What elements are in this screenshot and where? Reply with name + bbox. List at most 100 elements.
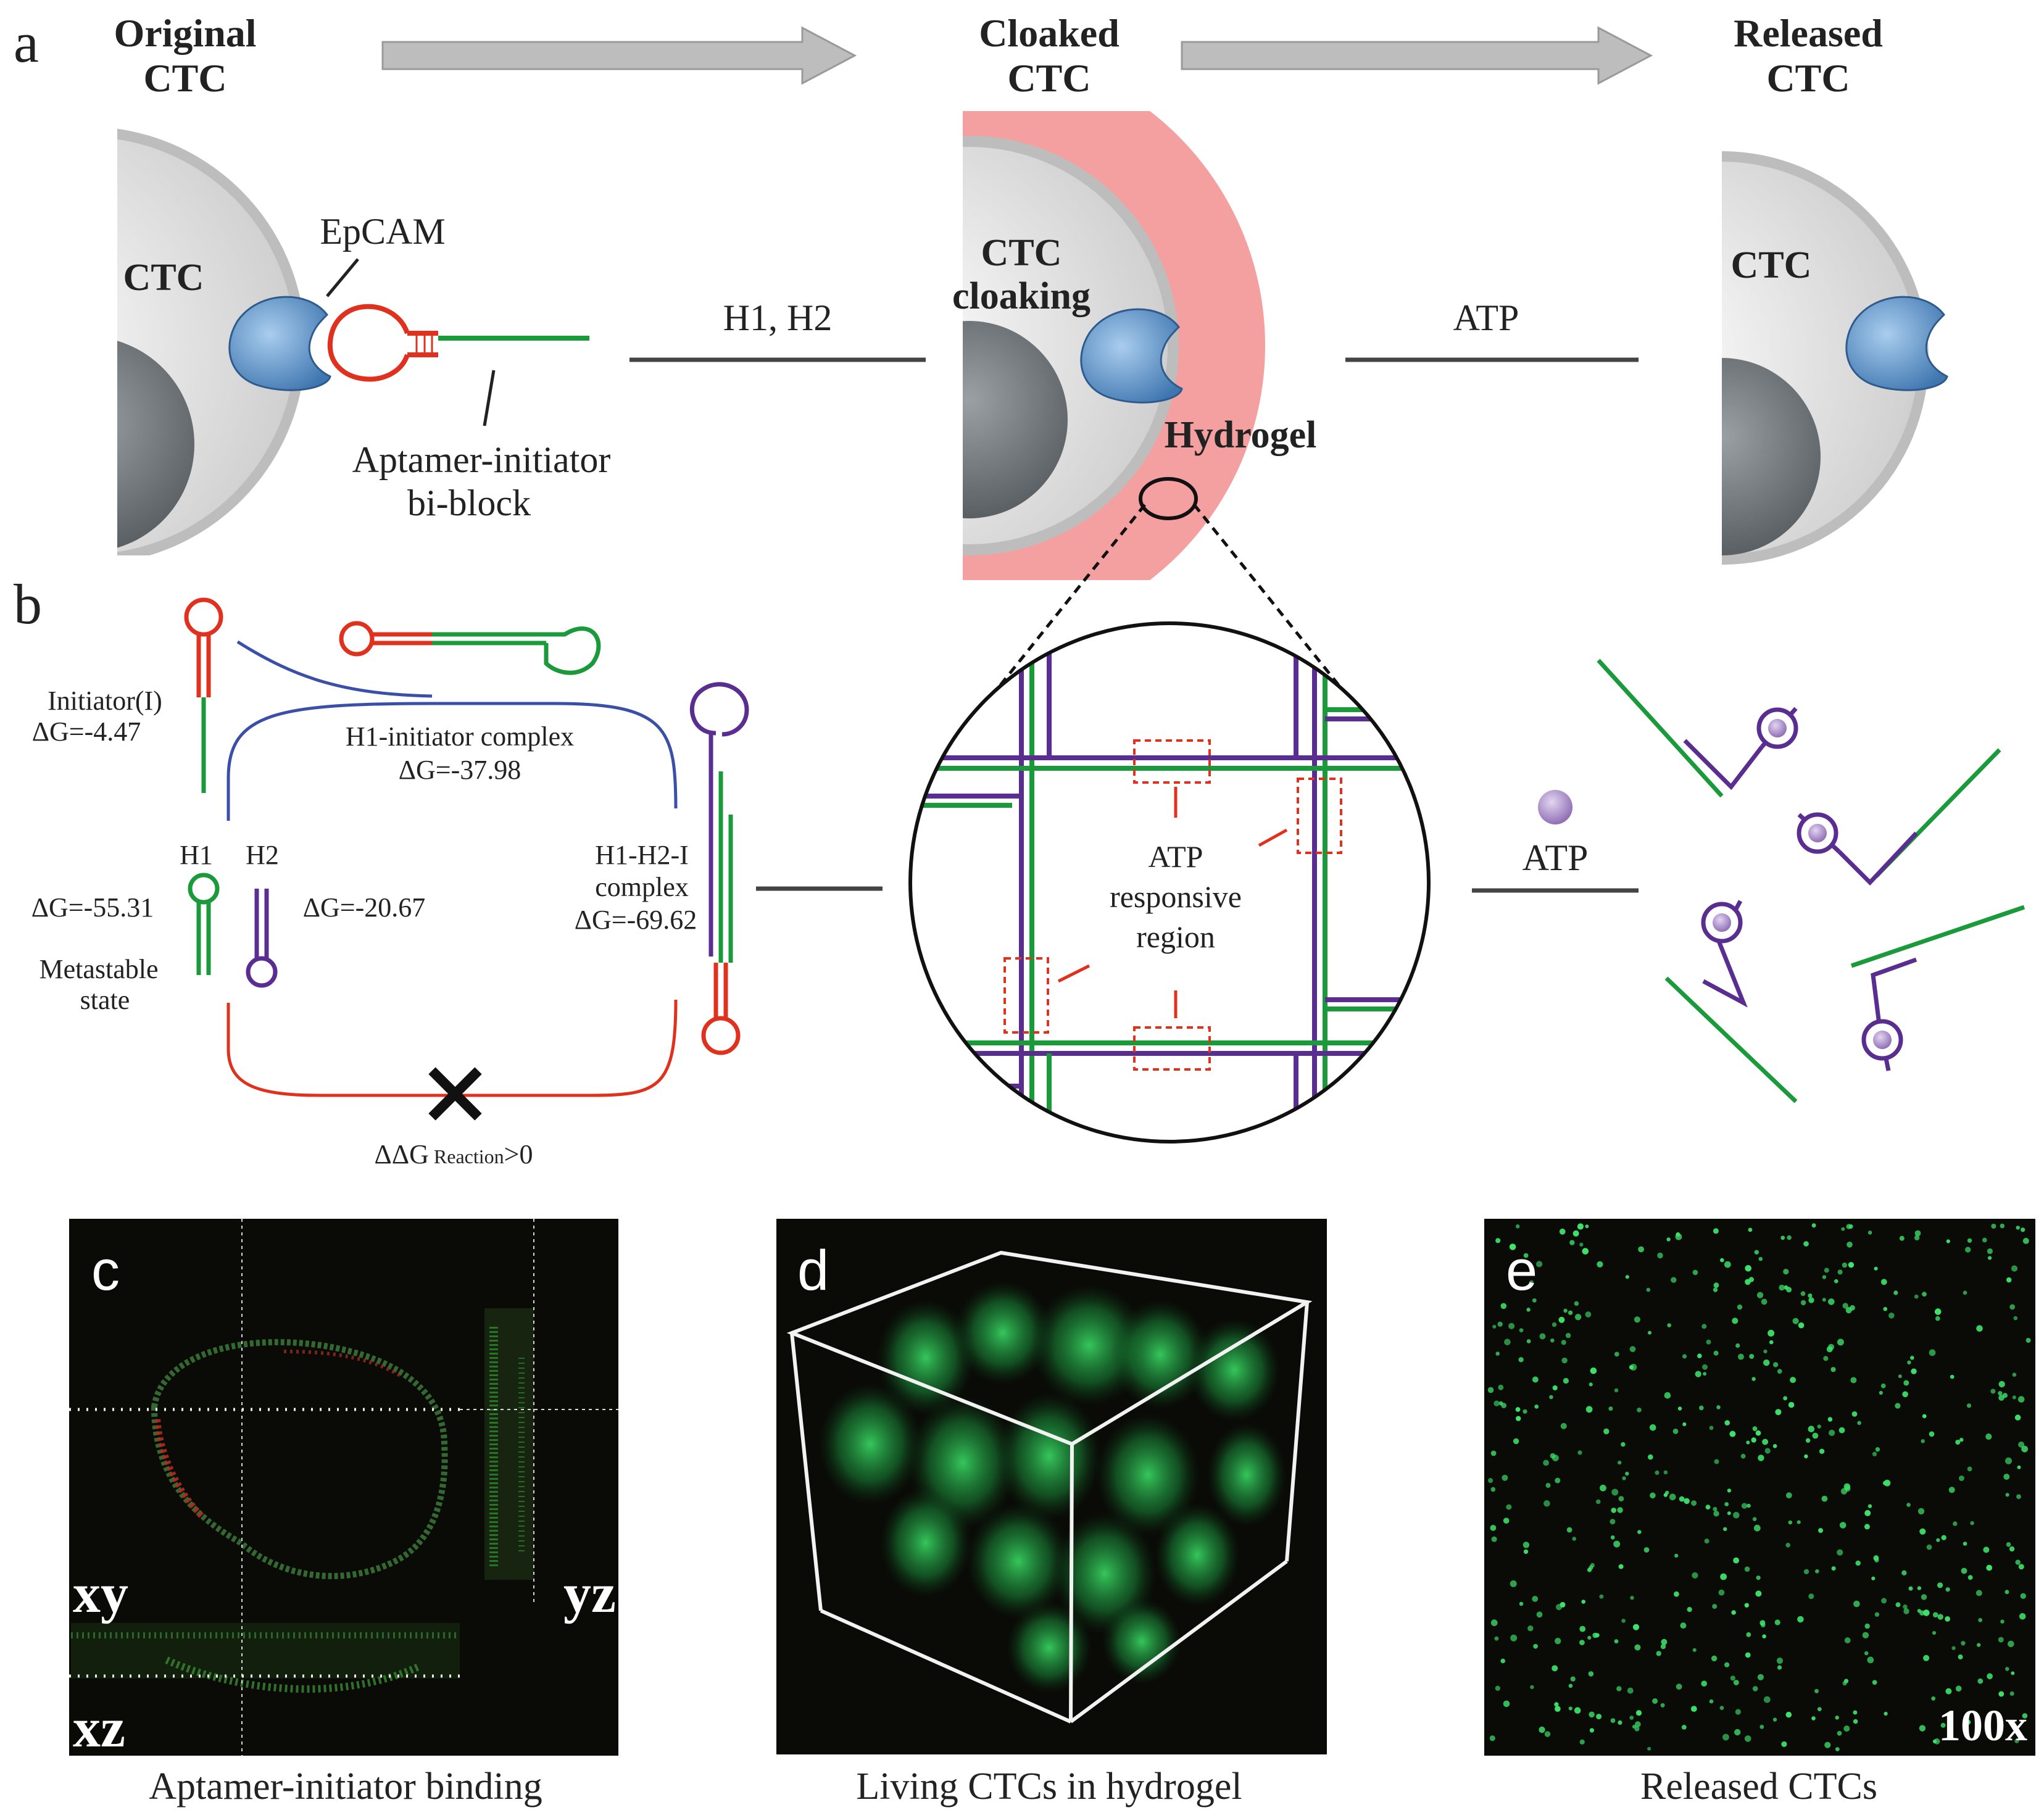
released-cell-dot <box>1975 1590 1982 1596</box>
released-cell-dot <box>1899 1235 1905 1241</box>
released-cell-dot <box>1842 1681 1847 1686</box>
released-cell-dot <box>1792 1318 1799 1324</box>
released-cell-dot <box>1735 1343 1740 1348</box>
released-cell-dot <box>2008 1640 2014 1648</box>
released-cell-dot <box>1893 1290 1898 1295</box>
released-cell-dot <box>1720 1258 1724 1263</box>
released-cell-dot <box>1827 1417 1833 1422</box>
released-cell-dot <box>1817 1424 1821 1429</box>
released-cell-dot <box>1872 1451 1877 1456</box>
released-cell-dot <box>1690 1706 1697 1712</box>
released-cell-dot <box>1763 1359 1770 1366</box>
released-cell-dot <box>1881 1598 1887 1604</box>
released-cell-dot <box>2009 1691 2014 1696</box>
released-cell-dot <box>1611 1488 1619 1496</box>
released-cell-dot <box>1650 1492 1656 1499</box>
released-cell-dot <box>1923 1654 1930 1661</box>
released-cell-dot <box>1621 1442 1626 1447</box>
released-cell-dot <box>1523 1542 1530 1548</box>
released-cell-dot <box>1634 1726 1640 1732</box>
released-cell-dot <box>1752 1517 1757 1521</box>
released-cell-dot <box>1733 1512 1740 1519</box>
released-cell-dot <box>1747 1503 1751 1508</box>
released-cell-dot <box>1746 1632 1751 1637</box>
released-cell-dot <box>1787 1235 1792 1240</box>
released-cell-dot <box>1850 1377 1857 1384</box>
released-cell-dot <box>1818 1528 1823 1534</box>
released-cell-dot <box>1530 1685 1534 1690</box>
released-cell-dot <box>1914 1230 1921 1237</box>
h1-initiator-complex-label: H1-initiator complex <box>346 721 574 752</box>
released-cell-dot <box>1558 1316 1565 1323</box>
released-cell-dot <box>2009 1304 2016 1310</box>
released-cell-dot <box>1758 1455 1764 1461</box>
released-cell-dot <box>2016 1494 2021 1500</box>
released-cell-dot <box>1929 1431 1935 1437</box>
released-cell-dot <box>2015 1559 2021 1565</box>
released-cell-dot <box>1841 1227 1845 1231</box>
released-cell-dot <box>1545 1483 1551 1488</box>
atp-region-label-line1: ATP <box>1149 839 1203 874</box>
released-cell-dot <box>1751 1437 1756 1443</box>
released-cell-dot <box>1805 1438 1811 1443</box>
released-cell-dot <box>1808 1426 1815 1432</box>
released-cell-dot <box>1561 1340 1566 1345</box>
released-cell-dot <box>1853 1710 1858 1715</box>
released-cell-dot <box>1579 1242 1584 1247</box>
released-cell-dot <box>1800 1300 1806 1306</box>
released-cell-dot <box>1611 1508 1616 1513</box>
epcam-receptor <box>228 296 331 391</box>
released-cell-dot <box>1550 1338 1555 1343</box>
panel-a-letter: a <box>14 11 39 74</box>
released-cell-dot <box>1735 1709 1741 1715</box>
released-cell-dot <box>1664 1392 1671 1399</box>
released-cell-dot <box>1983 1546 1990 1553</box>
released-cell-dot <box>1958 1476 1964 1481</box>
released-cell-dot <box>1752 1426 1758 1432</box>
released-cell-dot <box>1998 1391 2003 1396</box>
released-cell-dot <box>1577 1223 1584 1230</box>
metastable-line1: Metastable <box>39 954 158 984</box>
released-cell-dot <box>1714 1459 1719 1464</box>
released-cell-dot <box>1589 1728 1594 1733</box>
released-cell-dot <box>1935 1316 1940 1321</box>
released-cell-dot <box>1504 1339 1511 1345</box>
released-complex-3 <box>1664 900 1798 1103</box>
released-cell-dot <box>2018 1564 2024 1570</box>
released-cell-dot <box>1503 1700 1510 1708</box>
released-cell-dot <box>1737 1304 1743 1310</box>
released-cell-dot <box>1872 1680 1877 1685</box>
released-cell-dot <box>1572 1537 1576 1541</box>
released-cell-dot <box>1661 1638 1668 1645</box>
released-cell-dot <box>1898 1374 1902 1379</box>
released-cell-dot <box>1922 1292 1927 1297</box>
released-cell-dot <box>1987 1673 1993 1680</box>
released-cell-dot <box>1808 1297 1814 1303</box>
released-cell-dot <box>2016 1226 2020 1230</box>
panel-e-caption: Released CTCs <box>1640 1766 1877 1808</box>
step1-label: H1, H2 <box>723 297 833 338</box>
released-cell-dot <box>1709 1699 1714 1704</box>
released-cell-dot <box>1637 1530 1642 1534</box>
released-cell-dot <box>1991 1224 1996 1229</box>
released-cell-dot <box>1853 1719 1858 1724</box>
released-cell-dot <box>1864 1623 1870 1629</box>
released-epcam-receptor <box>1845 296 1948 391</box>
released-cell-dot <box>1948 1487 1955 1493</box>
released-cell-dot <box>1945 1616 1951 1622</box>
stage-released-line2: CTC <box>1766 56 1850 100</box>
released-cell-dot <box>1848 1262 1855 1268</box>
released-cell-dot <box>1519 1601 1524 1606</box>
released-cell-dot <box>1937 1614 1943 1620</box>
released-cell-dot <box>1563 1377 1569 1384</box>
released-cell-dot <box>1824 1741 1831 1748</box>
released-cell-dot <box>1625 1275 1629 1279</box>
panel-c-xy-label: xy <box>73 1563 128 1624</box>
released-cell-dot <box>1998 1395 2005 1401</box>
panel-e-letter: e <box>1506 1239 1537 1302</box>
atp-region-label-line2: responsive <box>1110 879 1242 914</box>
released-cell-dot <box>1579 1739 1585 1745</box>
released-cell-dot <box>1772 1362 1779 1368</box>
released-cell-dot <box>1823 1356 1829 1361</box>
released-cell-dot <box>1845 1486 1851 1492</box>
